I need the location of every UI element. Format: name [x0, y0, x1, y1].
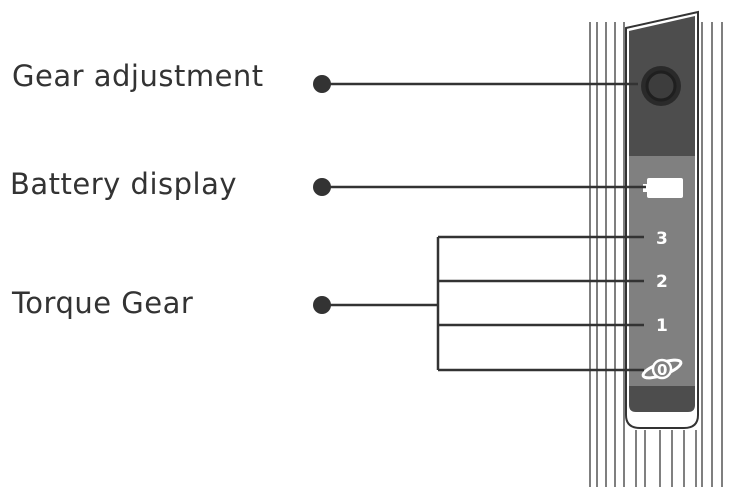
tool-body-lines [589, 22, 723, 487]
bottom-band [629, 386, 695, 412]
gear-level-3: 3 [656, 229, 668, 249]
gear-adjust-button-icon [641, 66, 681, 106]
leader-lines [322, 82, 646, 372]
gear-level-0: 0 [657, 361, 667, 379]
battery-icon [643, 178, 683, 198]
battery-display-dot [313, 178, 331, 196]
torque-gear-label: Torque Gear [12, 286, 194, 320]
gear-level-2: 2 [656, 272, 668, 292]
battery-display-label: Battery display [10, 167, 238, 201]
gear-adjustment-dot [313, 75, 331, 93]
control-panel [625, 10, 699, 429]
torque-gear-dot [313, 296, 331, 314]
planet-zero-icon: 0 [641, 358, 683, 380]
gear-adjustment-label: Gear adjustment [12, 59, 264, 93]
gear-level-1: 1 [656, 316, 668, 336]
